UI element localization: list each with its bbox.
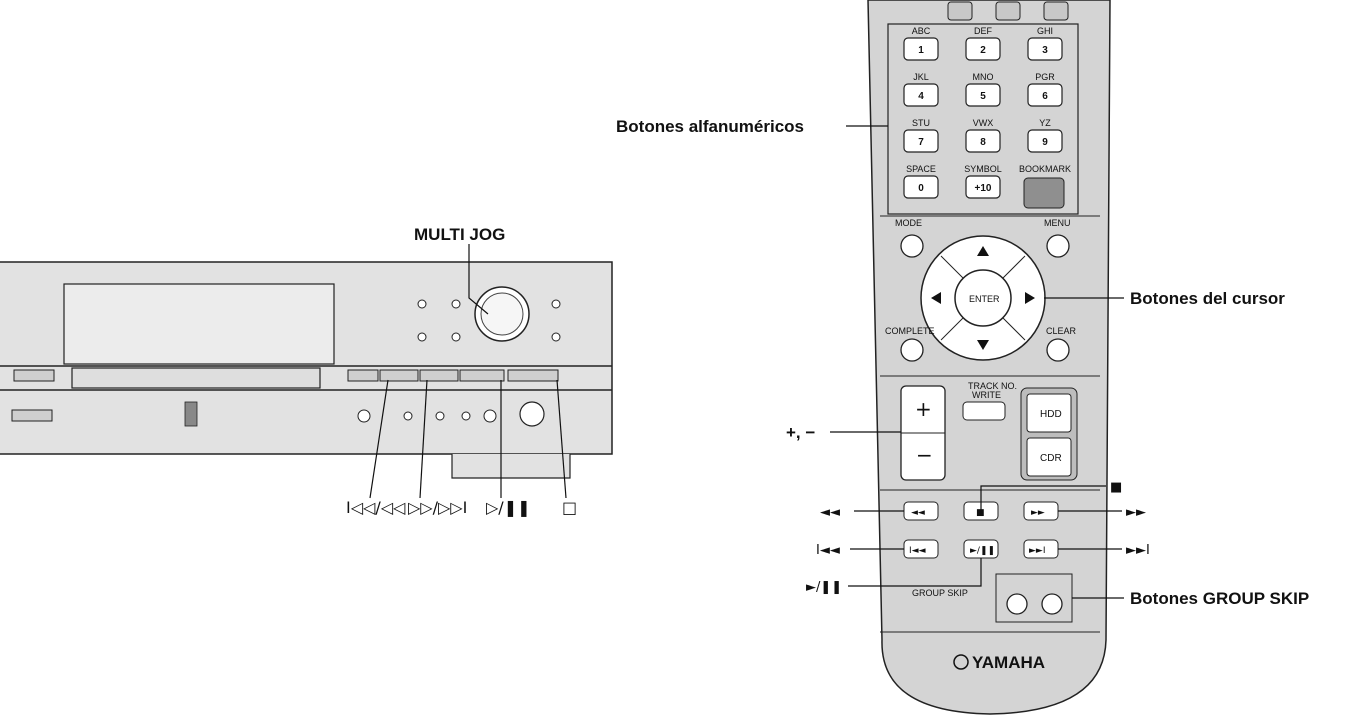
keypad-key[interactable] [965, 37, 1001, 61]
keypad-key-number: 6 [1042, 91, 1048, 102]
keypad-key-number: 8 [980, 137, 986, 148]
multi-jog-label: MULTI JOG [414, 225, 505, 244]
front-callout-lines [369, 244, 567, 499]
keypad-key-number: 9 [1042, 137, 1048, 148]
stop-key-icon: ■ [976, 508, 985, 518]
play-pause-label: ►/❚❚ [806, 580, 842, 595]
remote-control [867, 0, 1111, 715]
keypad-key[interactable] [1027, 37, 1063, 61]
write-label: WRITE [972, 390, 1001, 400]
front-stop-label: □ [562, 498, 577, 517]
keypad-key-number: 4 [918, 91, 924, 102]
keypad-key[interactable] [965, 83, 1001, 107]
keypad-key-number: +10 [975, 183, 992, 194]
keypad-letters-label: SPACE [906, 164, 936, 174]
keypad-letters-label: GHI [1037, 26, 1053, 36]
keypad-key-number: 5 [980, 91, 986, 102]
next-label: ►►I [1126, 543, 1150, 558]
keypad-letters-label: STU [912, 118, 930, 128]
enter-button-label: ENTER [969, 294, 1000, 304]
next-key-icon: ►►I [1029, 546, 1046, 556]
minus-button-label: − [916, 443, 933, 467]
keypad-key[interactable] [1027, 83, 1063, 107]
keypad-letters-label: DEF [974, 26, 993, 36]
keypad-letters-label: JKL [913, 72, 929, 82]
cursor-buttons-label: Botones del cursor [1130, 289, 1285, 308]
keypad-key-number: 1 [918, 45, 924, 56]
yamaha-logo: YAMAHA [972, 653, 1045, 672]
rewind-label: ◄◄ [820, 505, 840, 520]
plus-minus-label: +, − [786, 423, 815, 442]
menu-button-label: MENU [1044, 218, 1071, 228]
keypad-letters-label: SYMBOL [964, 164, 1002, 174]
prev-label: I◄◄ [816, 543, 840, 558]
keypad-key-number: 7 [918, 137, 924, 148]
clear-button-label: CLEAR [1046, 326, 1077, 336]
keypad-letters-label: YZ [1039, 118, 1051, 128]
ffwd-key-icon: ►► [1031, 508, 1045, 518]
prev-key-icon: I◄◄ [909, 546, 926, 556]
keypad-letters-label: MNO [973, 72, 994, 82]
keypad-letters-label: ABC [912, 26, 931, 36]
front-panel [0, 261, 613, 479]
keypad-key-number: 2 [980, 45, 986, 56]
keypad-letters-label: PGR [1035, 72, 1055, 82]
remote-labels: MODE MENU ENTER COMPLETE CLEAR TRACK NO.… [885, 218, 1077, 672]
group-skip-buttons-label: Botones GROUP SKIP [1130, 589, 1309, 608]
keypad-key[interactable] [903, 37, 939, 61]
keypad-key[interactable] [903, 83, 939, 107]
group-skip-remote-label: GROUP SKIP [912, 588, 968, 598]
remote-callout-lines [830, 125, 1124, 599]
keypad-letters-label: BOOKMARK [1019, 164, 1071, 174]
front-skip-back-label: I◁◁/◁◁ [346, 498, 406, 517]
play-pause-key-icon: ►/❚❚ [970, 546, 995, 556]
keypad-key-number: 0 [918, 183, 924, 194]
plus-button-label: + [915, 397, 932, 421]
complete-button-label: COMPLETE [885, 326, 935, 336]
keypad-key[interactable] [903, 175, 939, 199]
hdd-button-label: HDD [1040, 409, 1062, 420]
front-skip-fwd-label: ▷▷/▷▷I [408, 498, 467, 517]
keypad-letters-label: VWX [973, 118, 994, 128]
keypad-key-number: 3 [1042, 45, 1048, 56]
keypad-key[interactable] [1027, 129, 1063, 153]
stop-label: ■ [1110, 480, 1122, 495]
keypad-key[interactable] [903, 129, 939, 153]
track-no-label: TRACK NO. [968, 381, 1017, 391]
keypad-key[interactable] [965, 175, 1001, 199]
rewind-key-icon: ◄◄ [911, 508, 925, 518]
alphanumeric-buttons-label: Botones alfanuméricos [616, 117, 804, 136]
keypad-key[interactable] [965, 129, 1001, 153]
cdr-button-label: CDR [1040, 453, 1062, 464]
ffwd-label: ►► [1126, 505, 1146, 520]
mode-button-label: MODE [895, 218, 922, 228]
front-play-pause-label: ▷/❚❚ [486, 498, 531, 517]
